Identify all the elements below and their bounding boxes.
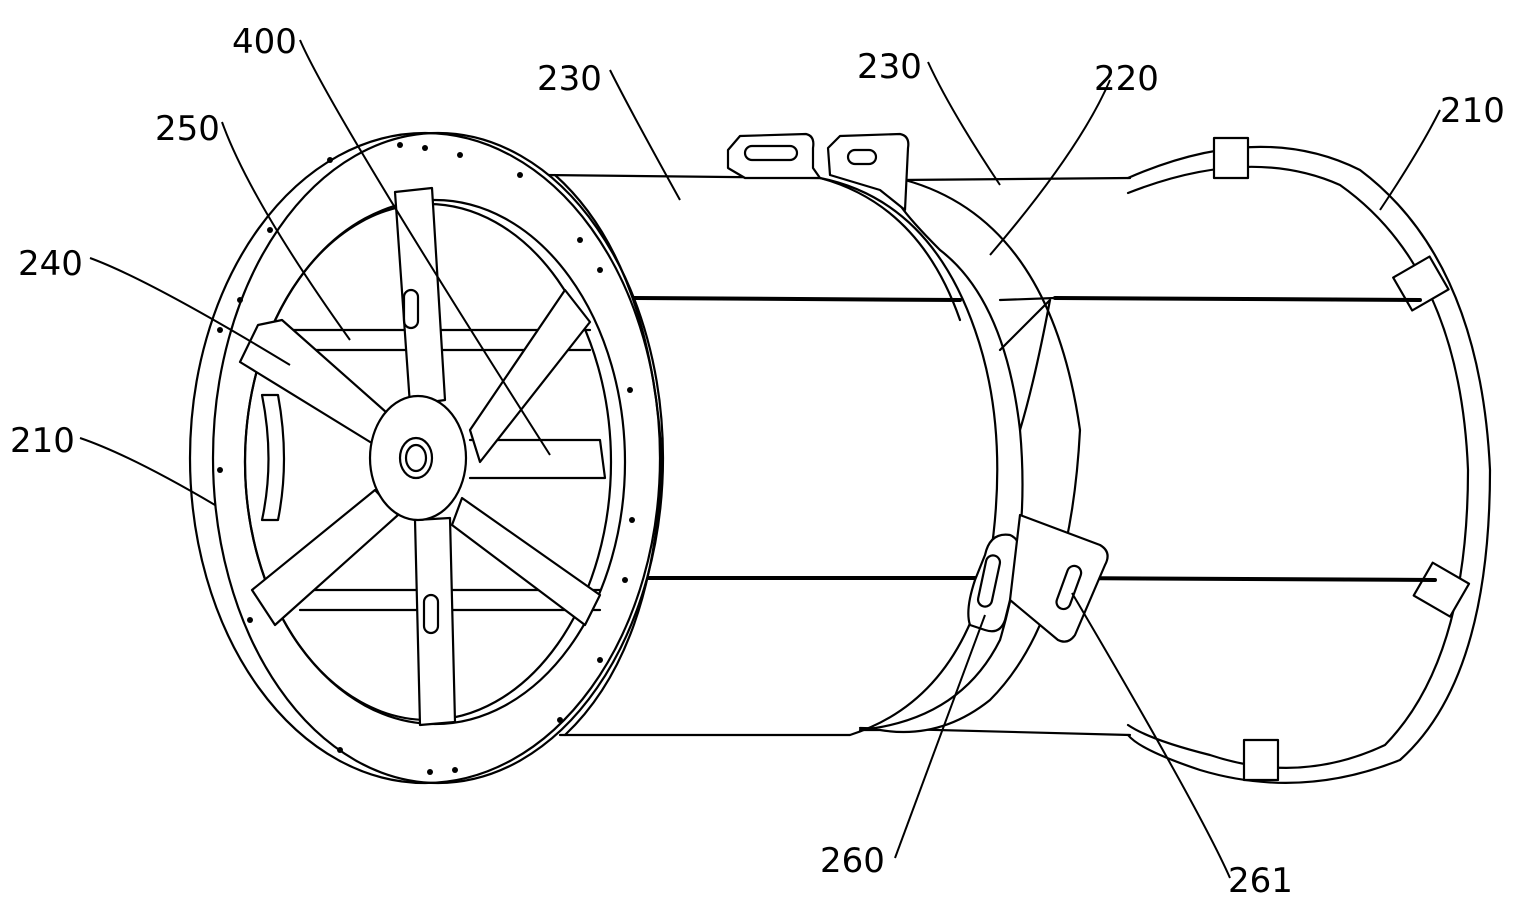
lug-slot	[976, 554, 1002, 608]
blade-slot	[402, 288, 420, 330]
hub-bore	[398, 436, 434, 480]
leader-400	[299, 39, 551, 456]
label-210-rear: 210	[1440, 91, 1505, 131]
label-220: 220	[1094, 59, 1159, 99]
rear-body	[858, 176, 1437, 737]
label-230-front: 230	[537, 59, 602, 99]
leader-220	[989, 79, 1111, 256]
middle-ring	[858, 178, 1082, 734]
front-body	[543, 173, 999, 737]
rear-ring	[1126, 136, 1492, 784]
label-230-rear: 230	[857, 47, 922, 87]
leader-250	[221, 121, 351, 341]
hub	[368, 394, 468, 522]
lug-slot	[743, 144, 799, 162]
blade-lower-right	[450, 496, 602, 627]
blade-bottom	[413, 516, 457, 727]
leader-lines	[79, 39, 1441, 879]
top-lugs	[726, 132, 910, 212]
label-260: 260	[820, 841, 885, 881]
leader-230-rear	[927, 61, 1001, 186]
leader-210-front	[79, 437, 216, 506]
bottom-lugs	[967, 513, 1109, 643]
label-240: 240	[18, 244, 83, 284]
spoke-blades	[238, 186, 602, 727]
leader-240	[89, 257, 291, 366]
label-261: 261	[1228, 861, 1293, 901]
rear-bracket	[1242, 738, 1280, 782]
leader-230-front	[609, 69, 681, 201]
lug-slot	[1055, 564, 1083, 611]
label-400: 400	[232, 22, 297, 62]
label-210-front: 210	[10, 421, 75, 461]
flange-bolts	[217, 142, 635, 775]
lug-260	[967, 533, 1022, 633]
reference-labels: 400 230 230 220 210 250 240 210 260 261	[10, 22, 1505, 901]
blade-slot	[422, 593, 440, 635]
leader-210-rear	[1379, 109, 1441, 211]
lug-261	[1008, 513, 1109, 643]
rear-bracket	[1212, 136, 1250, 180]
rear-bracket	[1392, 255, 1450, 312]
blade-upper-right	[468, 288, 592, 464]
leader-260	[894, 614, 986, 859]
label-250: 250	[155, 109, 220, 149]
leader-261	[1071, 592, 1231, 879]
blade-top	[393, 186, 447, 407]
lug-slot	[846, 148, 878, 166]
